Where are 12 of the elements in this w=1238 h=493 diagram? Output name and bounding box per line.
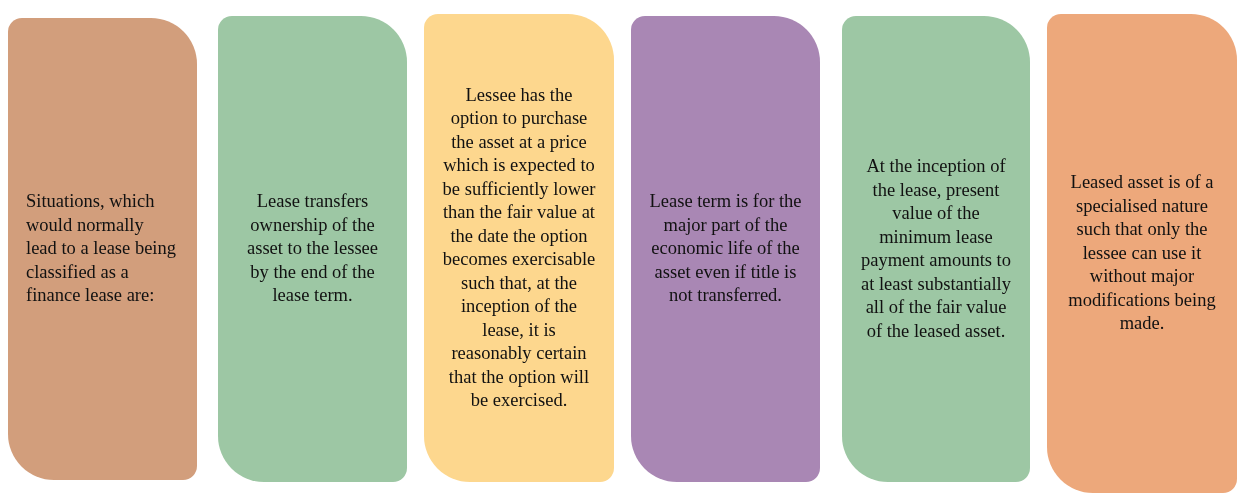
process-box xyxy=(631,16,820,482)
box-text: Situations, which would normally lead to a lease being classified as a finance lease are: xyxy=(26,190,177,308)
process-box xyxy=(218,16,407,482)
box-text: Lease term is for the major part of the economic life of the asset even if title is not transferred. xyxy=(649,190,802,308)
process-box xyxy=(424,14,614,482)
box-text: At the inception of the lease, present value of the minimum lease payment amounts to at least substantially all of the fair value of the leased asset. xyxy=(860,155,1012,343)
process-box xyxy=(8,18,197,480)
box-text: Lease transfers ownership of the asset to the lessee by the end of the lease term. xyxy=(246,190,379,308)
box-text: Lessee has the option to purchase the asset at a price which is expected to be sufficiently lower than the fair value at the date the option becomes exercisable such that, at the inception of the lease, it is reasonably certain that the option will be exercised. xyxy=(442,83,596,412)
process-box xyxy=(842,16,1030,482)
box-text: Leased asset is of a specialised nature such that only the lessee can use it without major modifications being made. xyxy=(1067,171,1217,336)
process-box xyxy=(1047,14,1237,493)
